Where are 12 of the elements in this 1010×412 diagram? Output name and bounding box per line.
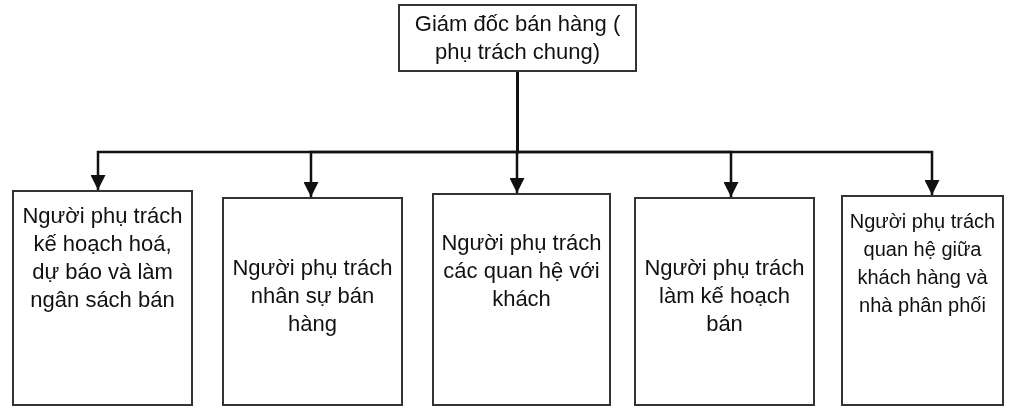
org-box xyxy=(634,197,815,406)
org-box xyxy=(432,193,611,406)
org-box xyxy=(398,4,637,72)
role-title: Người phụ trách nhân sự bán hàng xyxy=(231,254,394,338)
role-title: Người phụ trách các quan hệ với khách xyxy=(440,229,603,313)
org-box xyxy=(841,195,1004,406)
role-title: Giám đốc bán hàng ( phụ trách chung) xyxy=(413,10,622,66)
role-title: Người phụ trách làm kế hoạch bán xyxy=(643,254,806,338)
org-box xyxy=(12,190,193,406)
role-title: Người phụ trách kế hoạch hoá, dự báo và làm ngân sách bán xyxy=(21,202,184,314)
org-box xyxy=(222,197,403,406)
role-title: Người phụ trách quan hệ giữa khách hàng và nhà phân phối xyxy=(848,209,997,318)
